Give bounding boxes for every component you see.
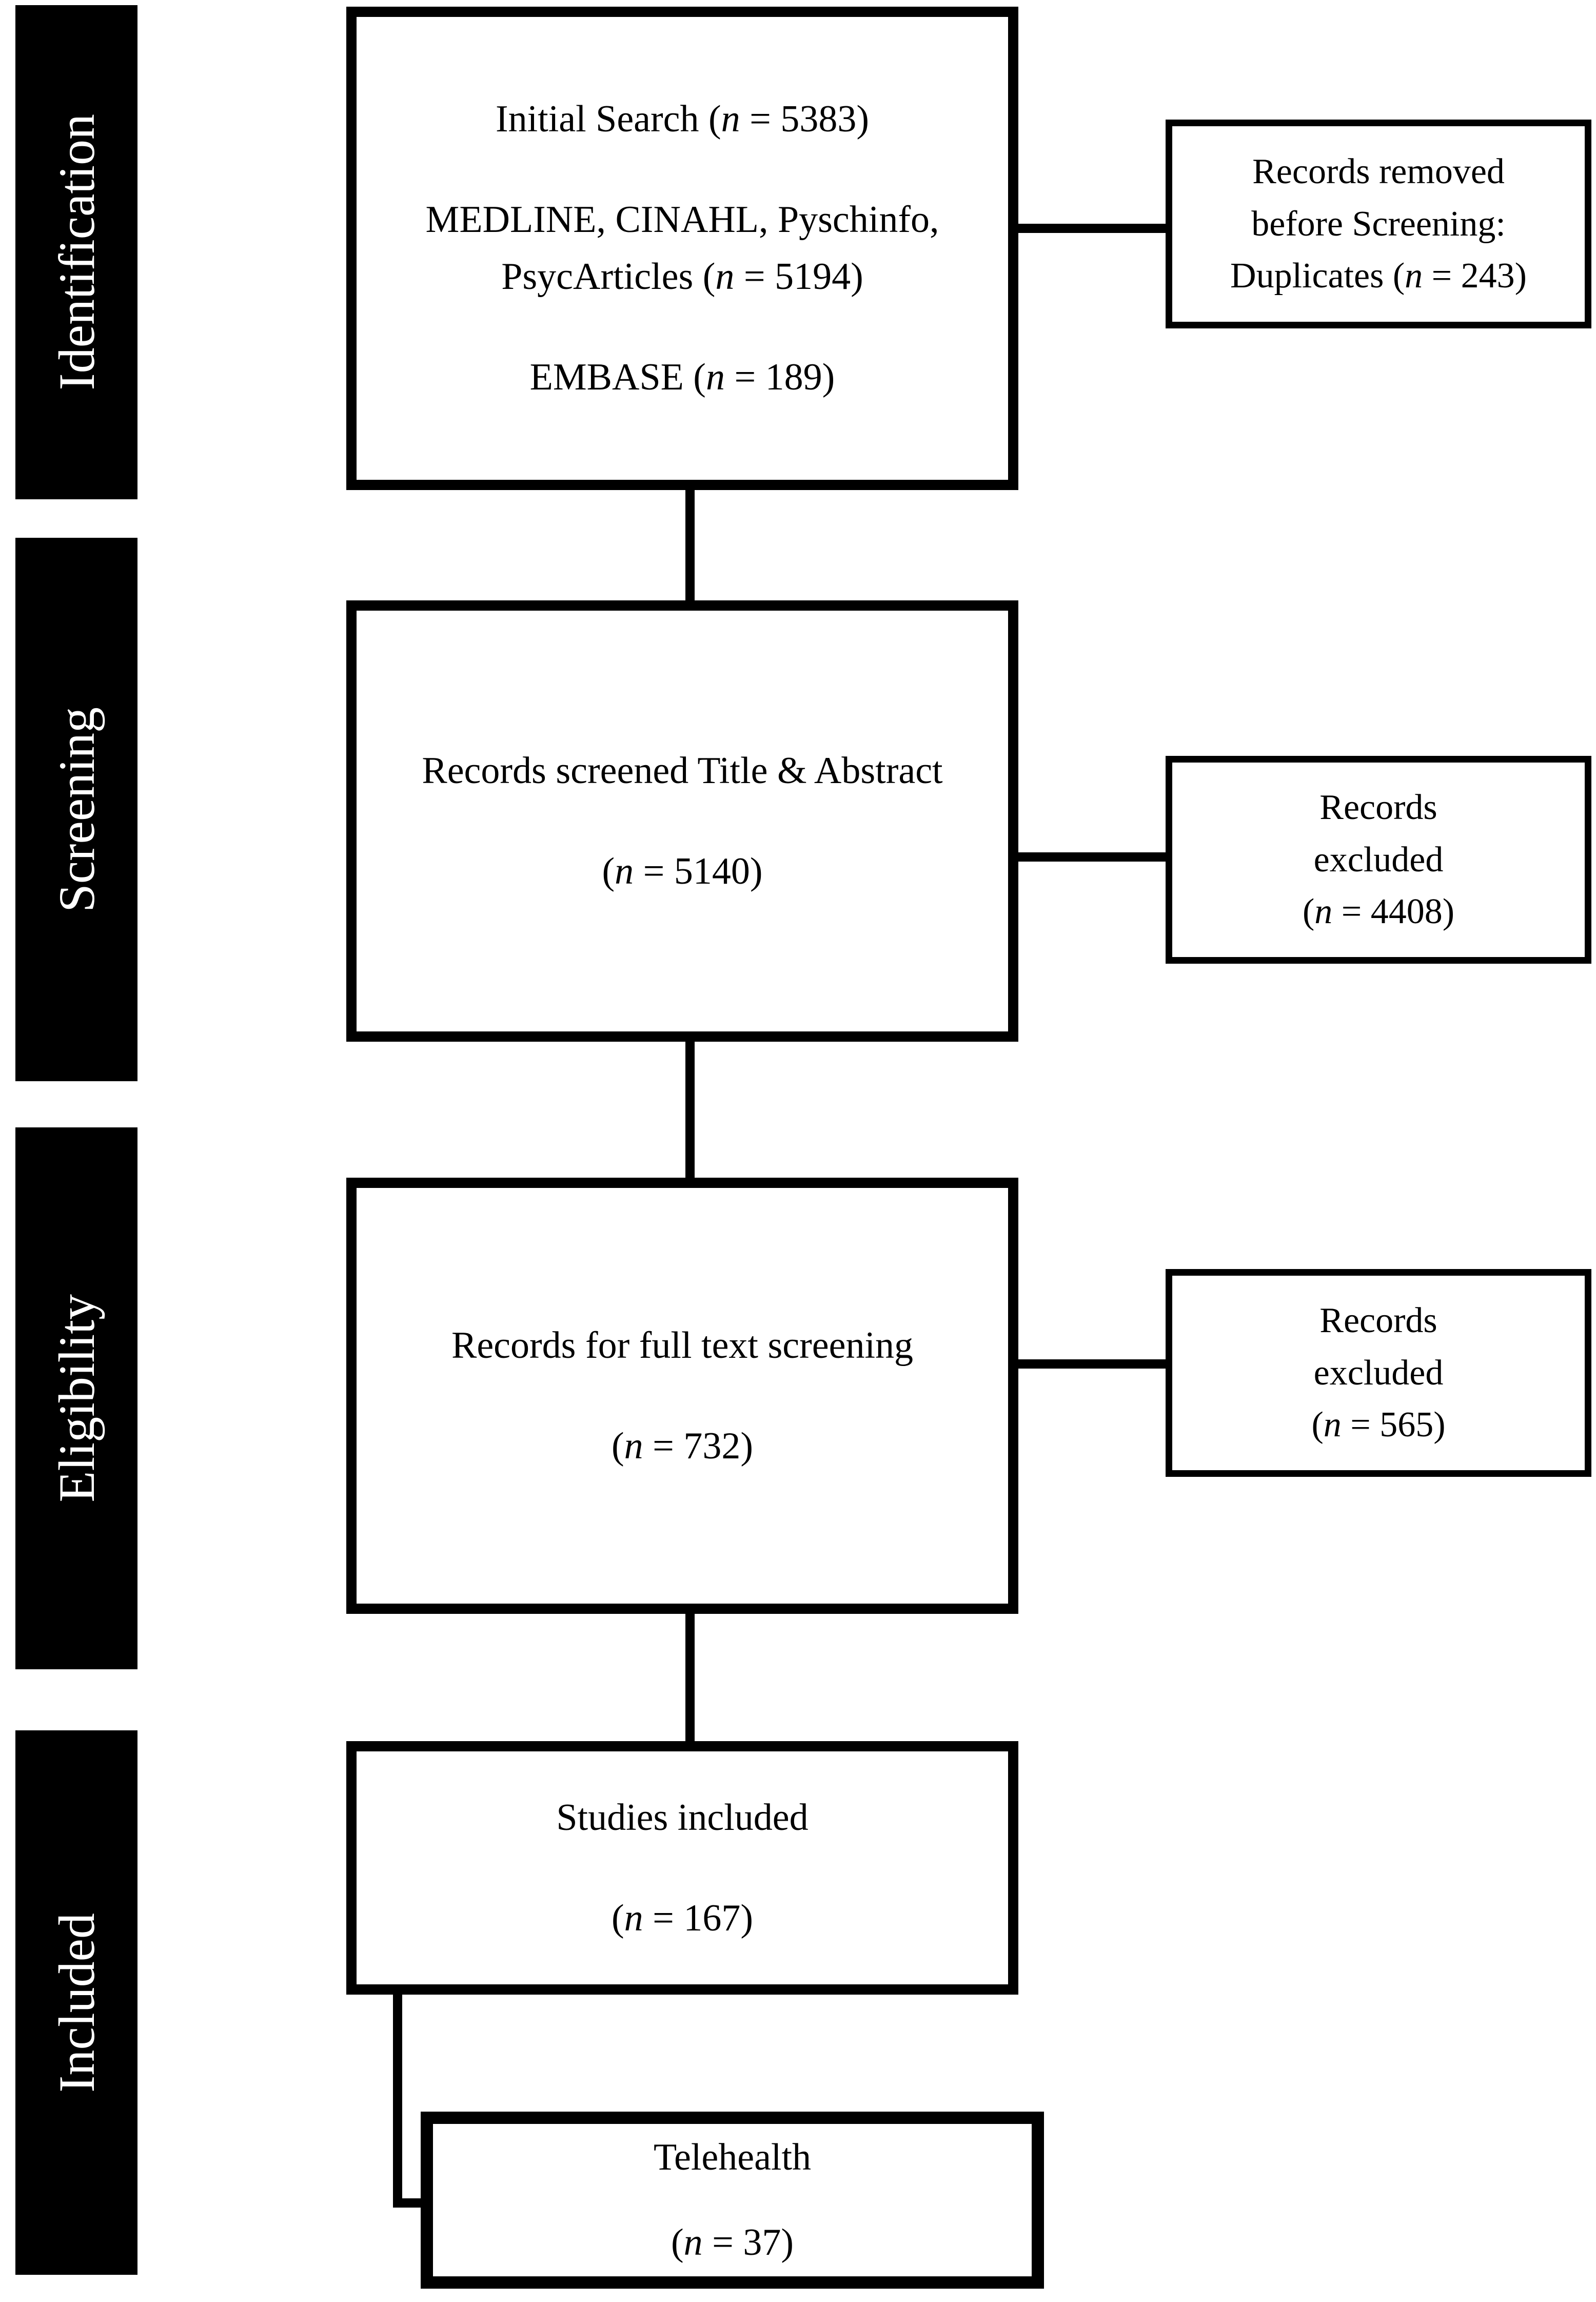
box-text-line: Records removed xyxy=(1252,152,1505,192)
connector-initial-to-duplicates xyxy=(1018,224,1166,233)
box-text-line: Records xyxy=(1319,1301,1437,1341)
box-text-line: Initial Search (n = 5383) xyxy=(495,98,870,140)
stage-bar-included: Included xyxy=(15,1730,137,2275)
box-text-line: Duplicates (n = 243) xyxy=(1230,256,1527,296)
box-text-line: (n = 732) xyxy=(611,1425,754,1467)
flow-box-records-screened: Records screened Title & Abstract (n = 51… xyxy=(346,600,1018,1042)
stage-label-eligibility: Eligibility xyxy=(48,1294,105,1503)
box-text-line: before Screening: xyxy=(1251,204,1506,244)
box-text-line: Telehealth xyxy=(653,2136,812,2178)
stage-label-included: Included xyxy=(48,1913,105,2093)
box-text-line: (n = 5140) xyxy=(602,850,763,892)
connector-initial-to-screened xyxy=(685,490,695,600)
flow-box-studies-included: Studies included (n = 167) xyxy=(346,1741,1018,1995)
box-text-line: (n = 565) xyxy=(1311,1405,1446,1445)
box-text-line: excluded xyxy=(1313,840,1444,880)
box-text-line: Records screened Title & Abstract xyxy=(422,749,943,792)
stage-bar-eligibility: Eligibility xyxy=(15,1127,137,1669)
stage-label-identification: Identification xyxy=(48,114,105,391)
box-text-line: (n = 167) xyxy=(611,1897,754,1939)
box-text-line: Records for full text screening xyxy=(451,1324,914,1367)
connector-included-to-telehealth-vertical xyxy=(393,1995,402,2208)
stage-bar-identification: Identification xyxy=(15,5,137,499)
box-text-line: (n = 37) xyxy=(671,2221,794,2264)
box-text-line: EMBASE (n = 189) xyxy=(529,356,835,398)
flow-box-full-text-screening: Records for full text screening (n = 732) xyxy=(346,1178,1018,1614)
box-text-line: excluded xyxy=(1313,1353,1444,1393)
flow-box-initial-search: Initial Search (n = 5383) MEDLINE, CINAHL… xyxy=(346,7,1018,490)
connector-fulltext-to-included xyxy=(685,1614,695,1741)
side-box-records-excluded-fulltext: Records excluded (n = 565) xyxy=(1166,1269,1591,1477)
box-text-line: Studies included xyxy=(556,1796,809,1839)
box-text-line: MEDLINE, CINAHL, Pyschinfo, PsycArticles… xyxy=(425,199,939,298)
connector-fulltext-to-excluded xyxy=(1018,1359,1166,1369)
box-text-line: Records xyxy=(1319,788,1437,828)
connector-included-to-telehealth-horizontal xyxy=(393,2198,431,2208)
flow-box-telehealth: Telehealth (n = 37) xyxy=(421,2112,1044,2289)
connector-screened-to-excluded xyxy=(1018,852,1166,862)
box-text-line: (n = 4408) xyxy=(1302,892,1455,932)
stage-label-screening: Screening xyxy=(48,707,105,912)
stage-bar-screening: Screening xyxy=(15,538,137,1081)
connector-screened-to-fulltext xyxy=(685,1042,695,1178)
side-box-records-excluded-screening: Records excluded (n = 4408) xyxy=(1166,756,1591,964)
side-box-records-removed-duplicates: Records removed before Screening: Duplicat… xyxy=(1166,120,1591,328)
